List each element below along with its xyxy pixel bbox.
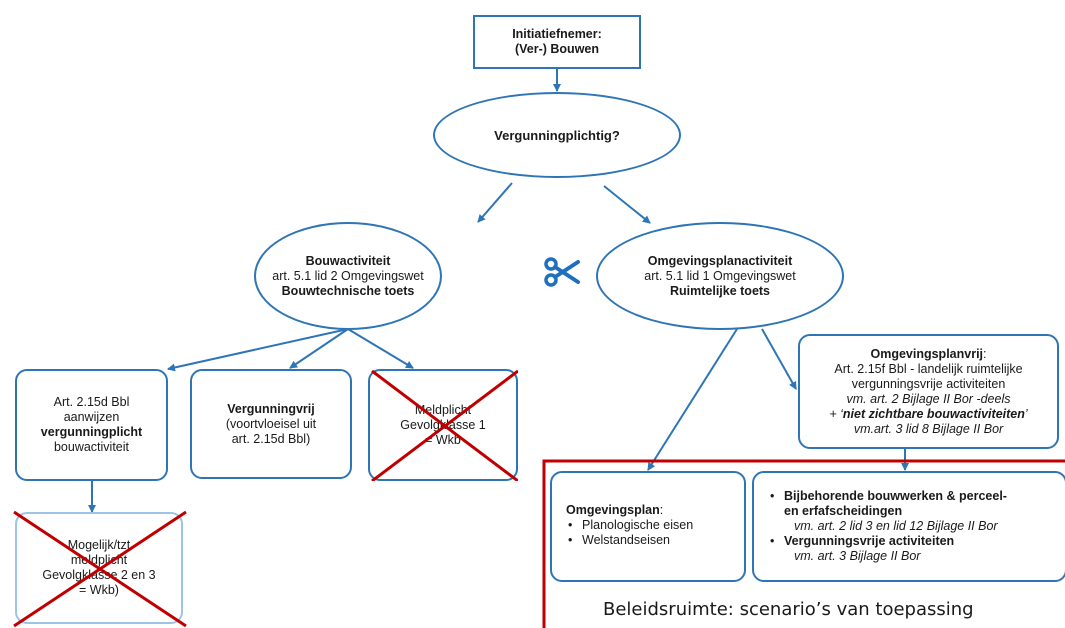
node-aanwijzen-vergunningplicht: Art. 2.15d Bbl aanwijzen vergunningplich…: [15, 369, 168, 481]
mogelijk-line2: meldplicht: [70, 553, 128, 567]
mogelijk-line3: Gevolgklasse 2 en 3: [42, 568, 156, 582]
node-omgevingsplanactiviteit: Omgevingsplanactiviteit art. 5.1 lid 1 O…: [596, 222, 844, 330]
node-omgevingsplanvrij: Omgevingsplanvrij: Art. 2.15f Bbl - land…: [798, 334, 1059, 449]
node-omgevingsplan: Omgevingsplan: Planologische eisen Welst…: [550, 471, 746, 582]
omgevingsplanactiviteit-sub: art. 5.1 lid 1 Omgevingswet: [644, 268, 796, 283]
omgevingsplanactiviteit-toets: Ruimtelijke toets: [669, 283, 771, 298]
bijbehorende-item1-b: en erfafscheidingen: [784, 504, 903, 518]
vergunningvrij-line3: art. 2.15d Bbl): [231, 431, 311, 446]
omgevingsplan-item: Welstandseisen: [568, 533, 744, 548]
omgevingsplanvrij-line2: Art. 2.15f Bbl - landelijk ruimtelijke: [834, 361, 1023, 376]
node-vergunningvrij: Vergunningvrij (voortvloeisel uit art. 2…: [190, 369, 352, 479]
node-bouwactiviteit: Bouwactiviteit art. 5.1 lid 2 Omgevingsw…: [254, 222, 442, 330]
omgevingsplanactiviteit-title: Omgevingsplanactiviteit: [647, 253, 793, 268]
omgevingsplan-list: Planologische eisen Welstandseisen: [566, 518, 744, 548]
edge-omgevingsplanactiviteit-omgevingsplanvrij: [761, 328, 797, 390]
aanwijzen-line4: bouwactiviteit: [53, 440, 130, 454]
node-vergunningplichtig: Vergunningplichtig?: [433, 92, 681, 178]
bijbehorende-item2: Vergunningsvrije activiteiten: [784, 534, 955, 548]
bijbehorende-item1-ref: vm. art. 2 lid 3 en lid 12 Bijlage II Bo…: [794, 519, 998, 533]
mogelijk-line1: Mogelijk/tzt: [67, 538, 131, 552]
omgevingsplan-colon: :: [659, 503, 664, 517]
aanwijzen-line2: aanwijzen: [63, 410, 120, 424]
meldplicht-cross-mark: [371, 369, 518, 481]
omgevingsplan-title: Omgevingsplan: [566, 503, 660, 517]
omgevingsplanvrij-line5-bold: niet zichtbare bouwactiviteiten: [842, 406, 1025, 421]
beleidsruimte-frame: [542, 459, 1065, 628]
edge-omgevingsplanactiviteit-omgevingsplan: [647, 328, 738, 471]
omgevingsplanvrij-title: Omgevingsplanvrij: [870, 346, 984, 361]
bijbehorende-item: Vergunningsvrije activiteiten vm. art. 3…: [770, 534, 1065, 564]
aanwijzen-line1: Art. 2.15d Bbl: [53, 395, 130, 409]
edge-bouwactiviteit-aanwijzen: [167, 328, 349, 372]
vergunningvrij-line2: (voortvloeisel uit: [225, 416, 317, 431]
mogelijk-line4: = Wkb): [79, 583, 119, 597]
vergunningplichtig-label: Vergunningplichtig?: [494, 127, 620, 143]
bouwactiviteit-sub: art. 5.1 lid 2 Omgevingswet: [272, 268, 424, 283]
beleidsruimte-label: Beleidsruimte: scenario’s van toepassing: [603, 599, 974, 620]
bijbehorende-item2-ref: vm. art. 3 Bijlage II Bor: [794, 549, 921, 563]
edge-bouwactiviteit-vergunningvrij: [289, 328, 349, 369]
edge-vergunningplichtig-omgevingsplanactiviteit: [603, 185, 651, 224]
scissors-icon: [544, 256, 580, 288]
bijbehorende-item: Bijbehorende bouwwerken & perceel- en er…: [770, 489, 1065, 534]
node-initiatiefnemer: Initiatiefnemer: (Ver-) Bouwen: [473, 15, 641, 69]
bouwactiviteit-title: Bouwactiviteit: [305, 253, 391, 268]
bijbehorende-list: Bijbehorende bouwwerken & perceel- en er…: [768, 489, 1065, 564]
vergunningvrij-title: Vergunningvrij: [227, 401, 315, 416]
bouwactiviteit-toets: Bouwtechnische toets: [281, 283, 415, 298]
omgevingsplan-item: Planologische eisen: [568, 518, 744, 533]
omgevingsplanvrij-line5-suffix: ’: [1024, 406, 1028, 421]
omgevingsplanvrij-line5-prefix: + ‘: [829, 406, 843, 421]
edge-bouwactiviteit-meldplicht: [347, 328, 414, 369]
omgevingsplanvrij-line4: vm. art. 2 Bijlage II Bor -deels: [846, 391, 1011, 406]
omgevingsplanvrij-line6: vm.art. 3 lid 8 Bijlage II Bor: [853, 421, 1004, 436]
node-bijbehorende-bouwwerken: Bijbehorende bouwwerken & perceel- en er…: [752, 471, 1065, 582]
mogelijk-cross-mark: [13, 510, 187, 628]
bijbehorende-item1-a: Bijbehorende bouwwerken & perceel-: [784, 489, 1007, 503]
initiatiefnemer-line1: Initiatiefnemer:: [512, 27, 602, 41]
omgevingsplanvrij-colon: :: [983, 346, 987, 361]
edge-vergunningplichtig-bouwactiviteit: [477, 182, 513, 223]
omgevingsplanvrij-line3: vergunningsvrije activiteiten: [851, 376, 1006, 391]
aanwijzen-bold: vergunningplicht: [40, 425, 143, 439]
initiatiefnemer-line2: (Ver-) Bouwen: [514, 42, 600, 56]
